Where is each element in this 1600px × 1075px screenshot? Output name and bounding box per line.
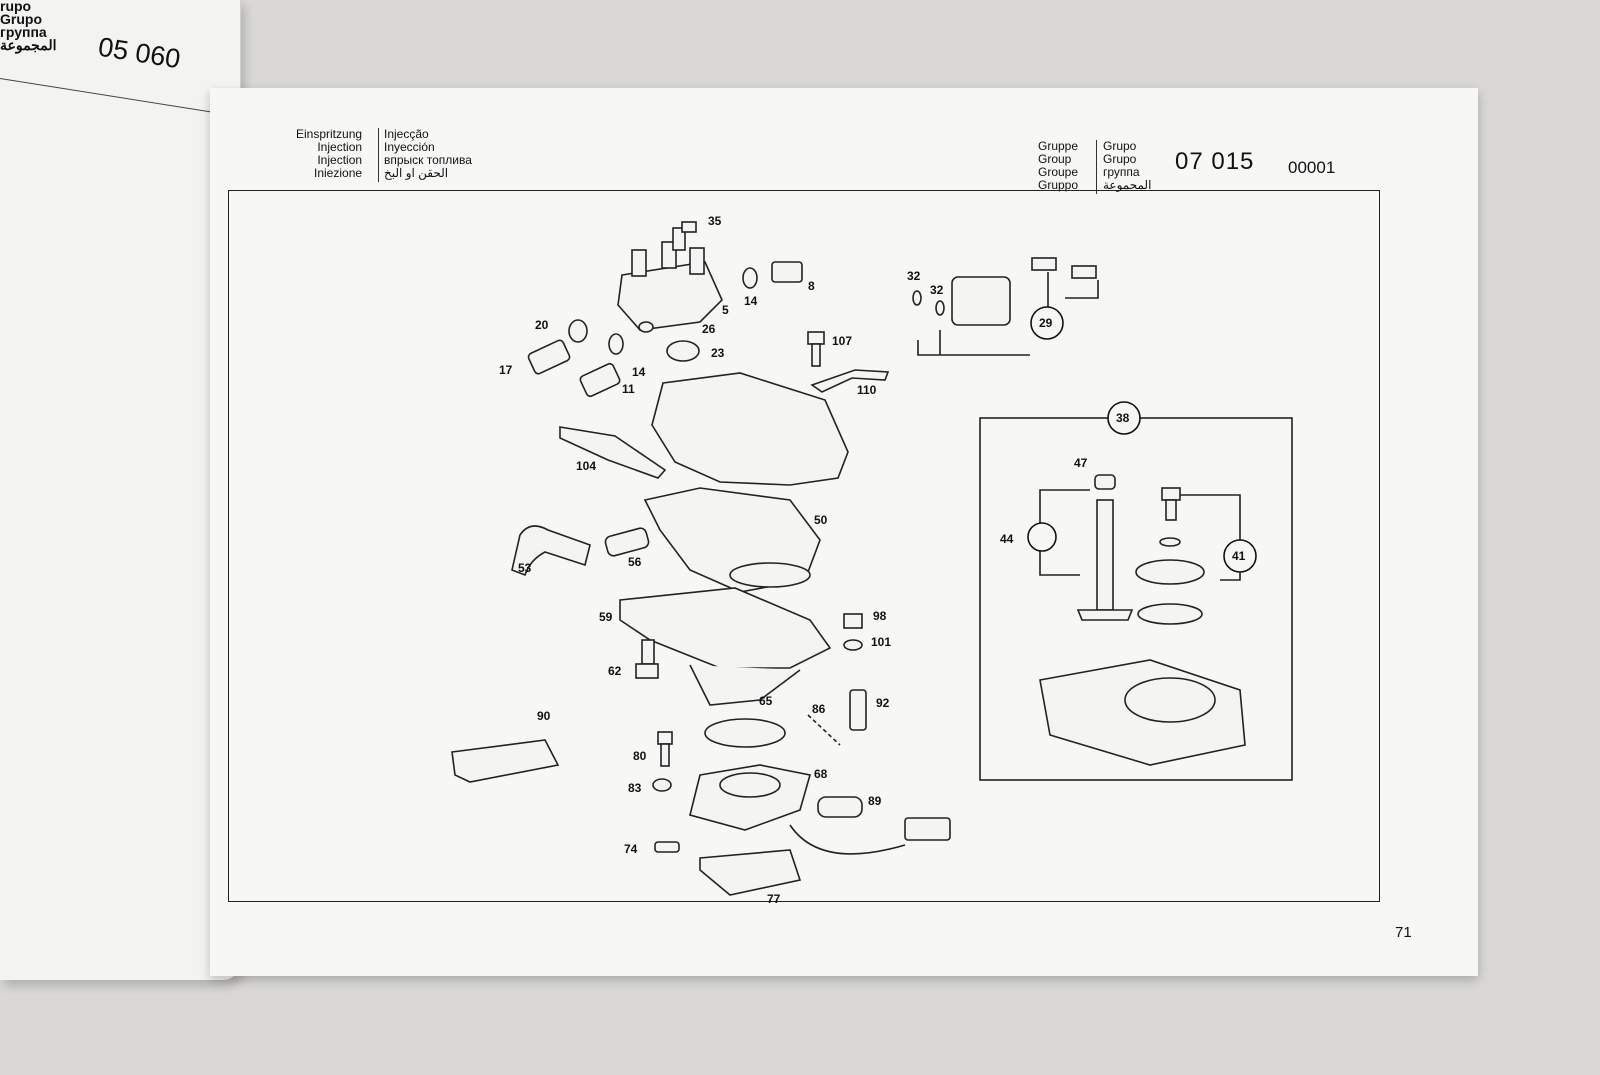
part-label-86: 86 bbox=[812, 702, 826, 716]
catalog-page: Einspritzung Injection Injection Iniezio… bbox=[210, 88, 1478, 976]
header-left-labels: Einspritzung Injection Injection Iniezio… bbox=[296, 128, 362, 180]
diagram-frame bbox=[228, 190, 1380, 902]
callout-38: 38 bbox=[1116, 411, 1130, 425]
page-number: 71 bbox=[1395, 924, 1412, 941]
label-fr: Injection bbox=[317, 153, 363, 167]
inset-label-32a: 32 bbox=[907, 269, 921, 283]
part-label-80: 80 bbox=[633, 749, 647, 763]
part-label-53: 53 bbox=[518, 561, 532, 575]
part-label-11: 11 bbox=[622, 382, 635, 396]
group-labels-right: Grupo Grupo группа المجموعة bbox=[1103, 140, 1151, 192]
prev-header-line-3: группа bbox=[0, 24, 47, 40]
previous-page: rupo Grupo группа المجموعة 05 060 000 bbox=[0, 0, 241, 980]
part-labels: 35 5 14 8 20 26 17 14 11 23 107 110 104 … bbox=[499, 214, 1088, 906]
part-label-68: 68 bbox=[814, 767, 828, 781]
part-label-107: 107 bbox=[832, 334, 852, 348]
part-label-110: 110 bbox=[857, 383, 877, 397]
group-label-fr: Groupe bbox=[1038, 165, 1079, 179]
label-en: Injection bbox=[317, 140, 363, 154]
part-label-23: 23 bbox=[711, 346, 725, 360]
label-es: Inyección bbox=[384, 140, 435, 154]
callout-41: 41 bbox=[1232, 549, 1246, 563]
group-label-ru: группа bbox=[1103, 165, 1140, 179]
part-label-83: 83 bbox=[628, 781, 642, 795]
group-label-pt: Grupo bbox=[1103, 139, 1137, 153]
header-divider bbox=[378, 128, 379, 182]
part-label-77: 77 bbox=[767, 892, 781, 906]
group-labels-left: Gruppe Group Groupe Gruppo bbox=[1038, 140, 1078, 192]
group-label-ar: المجموعة bbox=[1103, 178, 1152, 192]
part-label-5: 5 bbox=[722, 303, 729, 317]
group-label-en: Group bbox=[1038, 152, 1072, 166]
part-label-74: 74 bbox=[624, 842, 638, 856]
label-pt: Injecção bbox=[384, 127, 429, 141]
part-label-35: 35 bbox=[708, 214, 722, 228]
part-label-101: 101 bbox=[871, 635, 891, 649]
part-label-90: 90 bbox=[537, 709, 551, 723]
label-it: Iniezione bbox=[314, 166, 363, 180]
part-label-8: 8 bbox=[808, 279, 815, 293]
circled-callouts: 29 38 41 bbox=[1027, 306, 1257, 573]
part-label-92: 92 bbox=[876, 696, 890, 710]
group-divider bbox=[1096, 140, 1097, 194]
group-label-es: Grupo bbox=[1103, 152, 1137, 166]
part-label-26: 26 bbox=[702, 322, 716, 336]
part-label-50: 50 bbox=[814, 513, 828, 527]
part-label-17: 17 bbox=[499, 363, 513, 377]
previous-page-header: rupo Grupo группа المجموعة bbox=[0, 0, 56, 52]
part-label-56: 56 bbox=[628, 555, 642, 569]
part-label-14b: 14 bbox=[632, 365, 646, 379]
part-label-62: 62 bbox=[608, 664, 622, 678]
prev-header-line-1: rupo bbox=[0, 0, 32, 14]
callout-29: 29 bbox=[1039, 316, 1053, 330]
part-label-14: 14 bbox=[744, 294, 758, 308]
part-label-98: 98 bbox=[873, 609, 887, 623]
part-label-59: 59 bbox=[599, 610, 613, 624]
inset-label-47: 47 bbox=[1074, 456, 1088, 470]
header-right-labels: Injecção Inyección впрыск топлива الحقن … bbox=[384, 128, 472, 180]
part-label-89: 89 bbox=[868, 794, 882, 808]
inset-label-32b: 32 bbox=[930, 283, 944, 297]
label-ru: впрыск топлива bbox=[384, 153, 472, 167]
label-de: Einspritzung bbox=[296, 127, 363, 141]
prev-header-line-4: المجموعة bbox=[0, 37, 57, 53]
group-number: 07 015 bbox=[1175, 148, 1255, 175]
group-label-de: Gruppe bbox=[1038, 139, 1079, 153]
inset-label-44: 44 bbox=[1000, 532, 1014, 546]
group-label-it: Gruppo bbox=[1038, 178, 1079, 192]
prev-header-line-2: Grupo bbox=[0, 11, 42, 27]
parts-drawing bbox=[451, 221, 1293, 896]
part-label-104: 104 bbox=[576, 459, 596, 473]
part-label-20: 20 bbox=[535, 318, 549, 332]
label-ar: الحقن او البخ bbox=[384, 166, 449, 180]
part-label-65: 65 bbox=[759, 694, 773, 708]
page-code: 00001 bbox=[1288, 158, 1336, 177]
